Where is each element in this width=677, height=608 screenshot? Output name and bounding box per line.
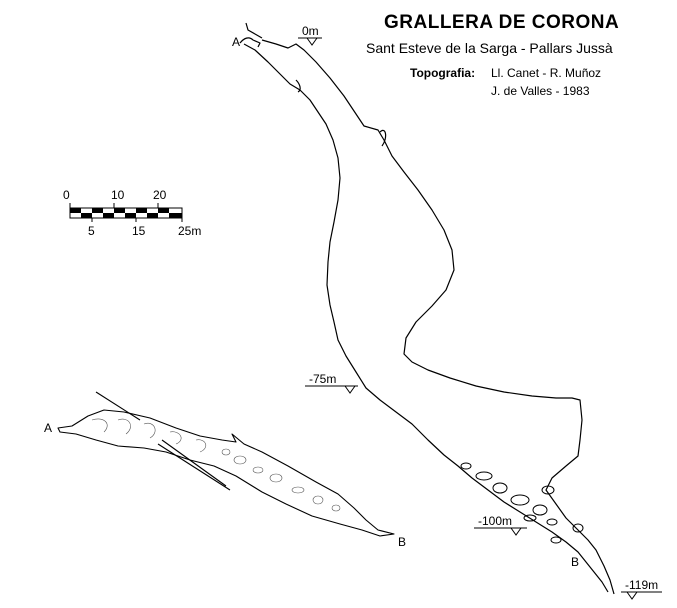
scale-label-0: 0 — [63, 188, 70, 202]
authors-line-1: Ll. Canet - R. Muñoz — [491, 66, 602, 80]
authors-line-2: J. de Valles - 1983 — [491, 84, 590, 98]
point-b-plan: B — [398, 535, 407, 549]
diagram-subtitle: Sant Esteve de la Sarga - Pallars Jussà — [366, 40, 613, 56]
depth-label-100m: -100m — [478, 514, 513, 528]
scale-label-10: 10 — [111, 188, 125, 202]
depth-label-0m: 0m — [302, 24, 319, 38]
point-a-section: A — [232, 35, 241, 49]
point-b-section: B — [571, 555, 580, 569]
diagram-title: GRALLERA DE CORONA — [384, 12, 620, 33]
depth-label-75m: -75m — [309, 372, 337, 386]
depth-markers — [298, 37, 662, 600]
plan-texture — [91, 418, 341, 512]
scale-label-20: 20 — [153, 188, 167, 202]
scale-label-5: 5 — [88, 224, 95, 238]
section-boulders — [460, 462, 584, 544]
scale-label-15: 15 — [132, 224, 146, 238]
scale-bar — [69, 203, 183, 222]
scale-label-25m: 25m — [178, 224, 202, 238]
point-a-plan: A — [44, 421, 53, 435]
cave-section — [239, 22, 615, 595]
cave-plan — [57, 391, 395, 537]
topografia-label: Topografia: — [410, 66, 476, 80]
depth-label-119m: -119m — [625, 578, 659, 592]
